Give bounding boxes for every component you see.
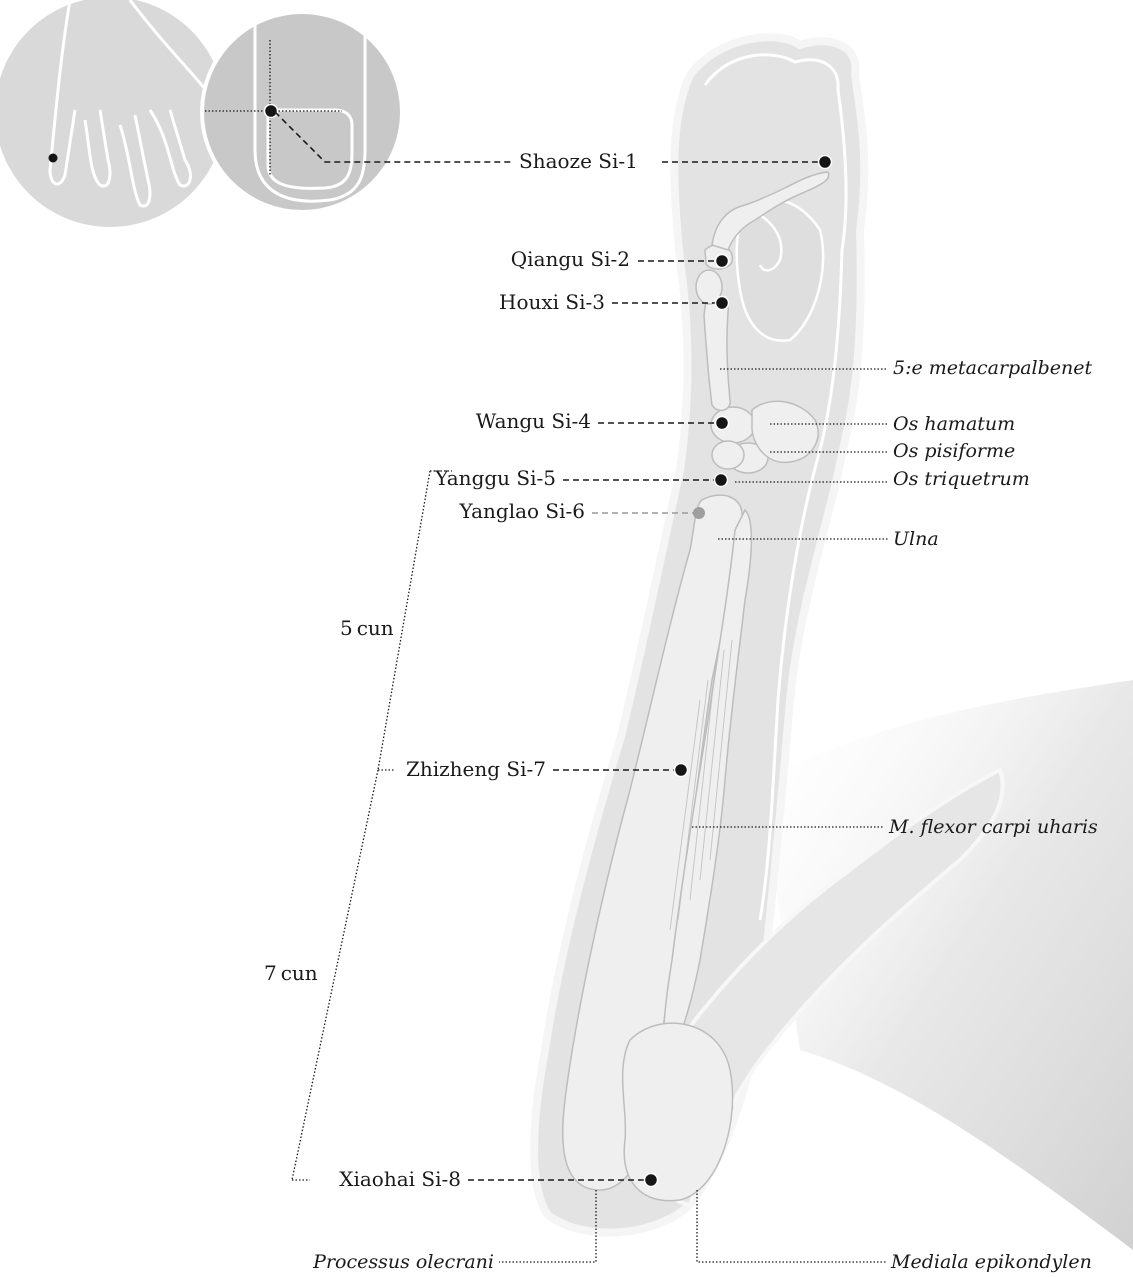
label-os-hamatum: Os hamatum xyxy=(893,413,1015,435)
label-5-cun: 5 cun xyxy=(340,616,394,640)
fingertip-inset xyxy=(202,0,402,212)
point-si3 xyxy=(716,297,729,310)
label-si6: Yanglao Si-6 xyxy=(458,499,585,523)
point-si7 xyxy=(675,764,688,777)
label-si1: Shaoze Si-1 xyxy=(519,149,638,173)
humerus-condyle xyxy=(623,1023,733,1201)
point-si8 xyxy=(645,1174,658,1187)
label-7-cun: 7 cun xyxy=(264,961,318,985)
fingertip-point xyxy=(265,105,278,118)
label-ulna: Ulna xyxy=(893,528,939,550)
hand-inset xyxy=(0,0,225,227)
point-si5 xyxy=(715,474,728,487)
label-metacarpal: 5:e metacarpalbenet xyxy=(893,357,1093,379)
label-epicondyle: Mediala epikondylen xyxy=(890,1251,1092,1273)
point-si1 xyxy=(819,156,832,169)
label-si7: Zhizheng Si-7 xyxy=(406,757,546,781)
point-si2 xyxy=(716,255,729,268)
label-si5: Yanggu Si-5 xyxy=(434,466,556,490)
point-si4 xyxy=(716,417,729,430)
label-si4: Wangu Si-4 xyxy=(476,409,591,433)
label-os-pisiforme: Os pisiforme xyxy=(893,440,1015,462)
carpal-triquetrum xyxy=(712,441,744,469)
measurement-labels: 5 cun 7 cun xyxy=(264,616,394,985)
point-si6 xyxy=(693,507,705,519)
label-os-triquetrum: Os triquetrum xyxy=(893,468,1030,490)
label-si3: Houxi Si-3 xyxy=(499,290,605,314)
hand-inset-point xyxy=(49,154,58,163)
label-si2: Qiangu Si-2 xyxy=(511,247,630,271)
label-flexor: M. flexor carpi uharis xyxy=(888,816,1098,838)
label-si8: Xiaohai Si-8 xyxy=(339,1167,461,1191)
label-olecranon: Processus olecrani xyxy=(312,1251,494,1273)
